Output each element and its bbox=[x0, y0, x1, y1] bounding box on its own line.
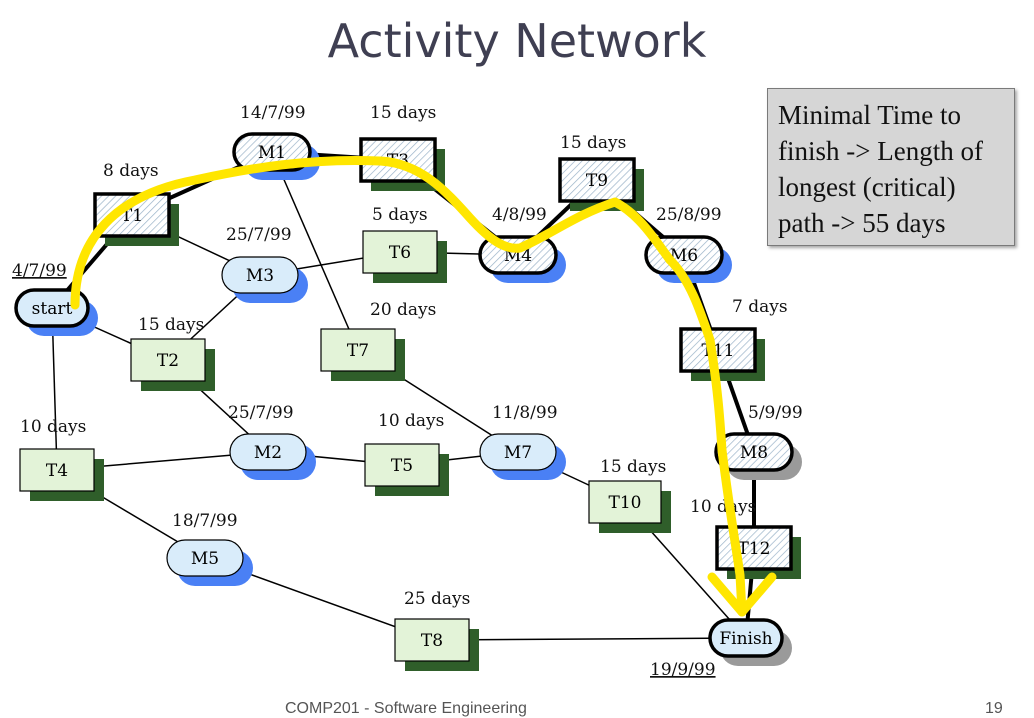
footer-text: COMP201 - Software Engineering bbox=[285, 700, 527, 717]
label-t8-duration: 25 days bbox=[404, 589, 470, 609]
label-layer: 4/7/99 8 days 14/7/99 15 days 5 days 4/8/99 15… bbox=[12, 103, 803, 680]
label-m2-date: 25/7/99 bbox=[228, 403, 294, 423]
label-m1-date: 14/7/99 bbox=[240, 103, 306, 123]
label-t4-duration: 10 days bbox=[20, 417, 86, 437]
node-m7: M7 bbox=[479, 433, 566, 480]
node-t6: T6 bbox=[362, 230, 447, 283]
node-label-t7: T7 bbox=[347, 341, 369, 361]
node-label-start: start bbox=[32, 299, 73, 319]
critical-path-arrowhead bbox=[707, 572, 777, 617]
node-m8: M8 bbox=[714, 432, 802, 480]
label-t2-duration: 15 days bbox=[138, 315, 204, 335]
node-label-m3: M3 bbox=[246, 266, 274, 286]
label-m7-date: 11/8/99 bbox=[492, 403, 558, 423]
label-t6-duration: 5 days bbox=[372, 205, 428, 225]
node-label-t2: T2 bbox=[157, 351, 179, 371]
edge-M1-T7 bbox=[271, 151, 359, 351]
label-m5-date: 18/7/99 bbox=[172, 511, 238, 531]
node-m2: M2 bbox=[229, 433, 316, 480]
node-finish: Finish bbox=[708, 618, 792, 666]
node-label-m2: M2 bbox=[254, 443, 282, 463]
node-t4: T4 bbox=[19, 448, 104, 501]
label-t5-duration: 10 days bbox=[378, 411, 444, 431]
critical-path-highlight bbox=[70, 155, 747, 617]
node-label-m5: M5 bbox=[191, 549, 219, 569]
node-label-t4: T4 bbox=[46, 461, 68, 481]
label-t12-duration: 10 days bbox=[690, 497, 756, 517]
node-label-m1: M1 bbox=[258, 143, 286, 163]
edge-T8-Finish bbox=[431, 637, 747, 641]
node-t2: T2 bbox=[130, 338, 215, 391]
node-label-finish: Finish bbox=[719, 629, 772, 649]
label-t7-duration: 20 days bbox=[370, 300, 436, 320]
label-t3-duration: 15 days bbox=[370, 103, 436, 123]
label-finish-date: 19/9/99 bbox=[650, 660, 716, 680]
label-m3-date: 25/7/99 bbox=[226, 225, 292, 245]
label-m6-date: 25/8/99 bbox=[656, 205, 722, 225]
label-m8-date: 5/9/99 bbox=[748, 403, 803, 423]
node-label-t6: T6 bbox=[389, 243, 411, 263]
node-label-t8: T8 bbox=[421, 631, 443, 651]
node-label-m8: M8 bbox=[740, 443, 768, 463]
node-t7: T7 bbox=[320, 328, 405, 381]
node-t5: T5 bbox=[364, 443, 449, 496]
node-label-t9: T9 bbox=[586, 171, 608, 191]
node-start: start bbox=[14, 288, 98, 336]
label-t9-duration: 15 days bbox=[560, 133, 626, 153]
page-number: 19 bbox=[985, 700, 1003, 717]
node-t8: T8 bbox=[394, 618, 479, 671]
node-label-t12: T12 bbox=[738, 539, 771, 559]
node-t10: T10 bbox=[588, 480, 671, 533]
node-t9: T9 bbox=[558, 157, 644, 211]
label-t11-duration: 7 days bbox=[732, 297, 788, 317]
node-m5: M5 bbox=[166, 539, 253, 586]
node-label-t10: T10 bbox=[609, 493, 642, 513]
info-box: Minimal Time to finish -> Length of long… bbox=[767, 88, 1015, 246]
node-m3: M3 bbox=[221, 256, 308, 303]
label-t1-duration: 8 days bbox=[103, 161, 159, 181]
label-m4-date: 4/8/99 bbox=[492, 205, 547, 225]
node-label-t5: T5 bbox=[391, 456, 413, 476]
label-t10-duration: 15 days bbox=[600, 457, 666, 477]
node-t11: T11 bbox=[679, 327, 765, 381]
slide-title: Activity Network bbox=[327, 14, 707, 68]
label-start-date: 4/7/99 bbox=[12, 261, 67, 281]
node-label-m7: M7 bbox=[504, 443, 532, 463]
